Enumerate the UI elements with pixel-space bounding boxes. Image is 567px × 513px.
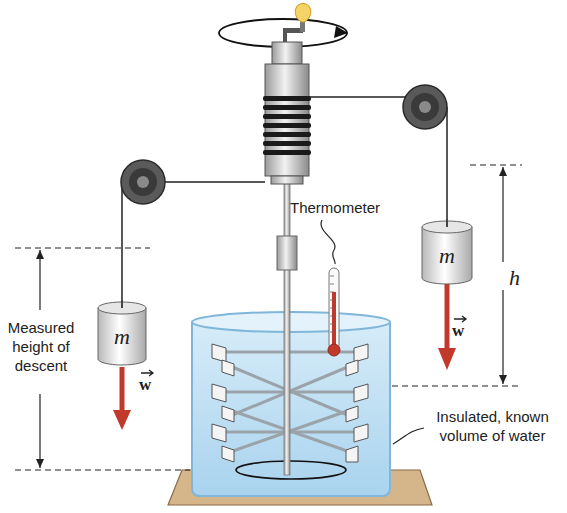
thermometer-label: Thermometer (280, 198, 390, 217)
weight-symbol: w (139, 374, 159, 395)
coil-winding (263, 141, 311, 146)
coil-winding (263, 114, 311, 119)
hanging-mass: m (421, 219, 473, 285)
water-label: Insulated, known volume of water (420, 407, 565, 445)
mass-label: m (421, 243, 473, 269)
mass-label: m (97, 324, 147, 350)
coil-winding (263, 132, 311, 137)
height-symbol: h (509, 265, 529, 291)
weight-symbol: w (452, 320, 472, 341)
hanging-mass: m (97, 300, 147, 366)
coil-winding (263, 96, 311, 101)
coil-winding (263, 150, 311, 155)
descent-label: Measured height of descent (0, 318, 82, 375)
coil-winding (263, 123, 311, 128)
coil-winding (263, 105, 311, 110)
